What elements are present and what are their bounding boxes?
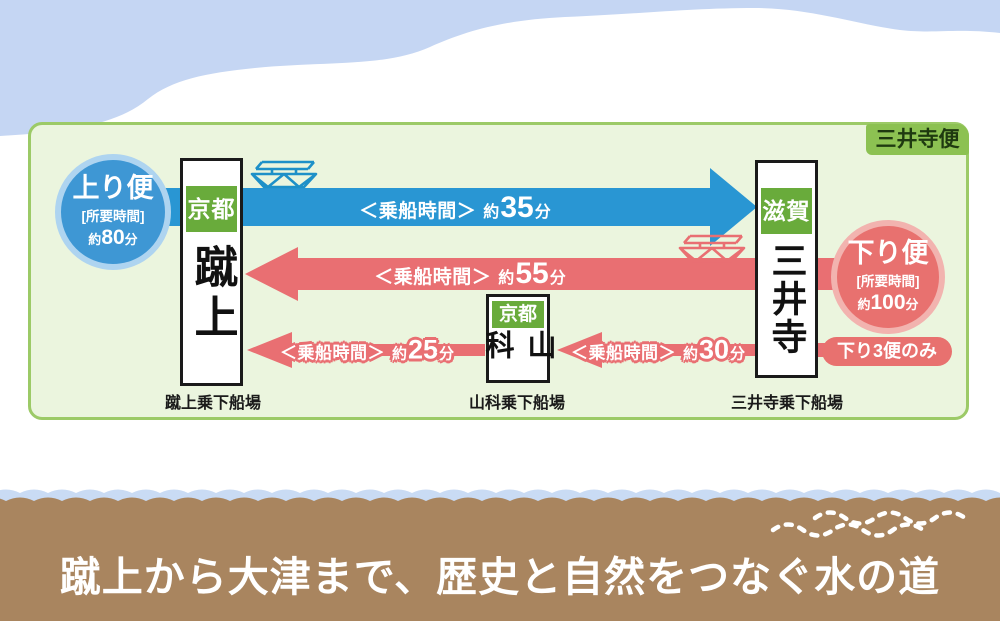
pref-label-shiga: 滋賀 xyxy=(761,188,812,234)
down-service-title: 下り便 xyxy=(847,237,929,268)
station-keage: 京都 蹴上 xyxy=(180,158,243,386)
down-duration-value: 約100分 xyxy=(857,291,919,315)
sky-wave-background xyxy=(0,0,1000,136)
down-duration-label: [所要時間] xyxy=(856,274,920,290)
down-service-circle: 下り便 [所要時間] 約100分 xyxy=(831,220,945,334)
pref-label-kyoto: 京都 xyxy=(492,301,544,328)
platform-label-miidera: 三井寺乗下船場 xyxy=(730,395,844,412)
service-badge: 三井寺便 xyxy=(866,124,969,155)
station-name: 三井寺 xyxy=(766,242,808,356)
up-service-title: 上り便 xyxy=(72,172,154,203)
time-label-up-main: ＜乗船時間＞ 約 35 分 xyxy=(359,191,551,224)
platform-label-keage: 蹴上乗下船場 xyxy=(164,395,262,412)
time-label-yamashina-keage: ＜乗船時間＞ 約 25 分 xyxy=(279,334,455,365)
time-label-down-main: ＜乗船時間＞ 約 55 分 xyxy=(374,257,566,290)
station-name: 蹴上 xyxy=(187,244,237,344)
time-label-miidera-yamashina: ＜乗船時間＞ 約 30 分 xyxy=(570,334,746,365)
station-miidera: 滋賀 三井寺 xyxy=(755,160,818,378)
platform-label-yamashina: 山科乗下船場 xyxy=(468,395,566,412)
up-duration-value: 約80分 xyxy=(88,226,138,250)
up-service-circle: 上り便 [所要時間] 約80分 xyxy=(55,154,171,270)
up-duration-label: [所要時間] xyxy=(81,209,145,225)
station-yamashina: 京都 山科 xyxy=(481,294,555,383)
pref-label-kyoto: 京都 xyxy=(186,186,237,232)
footer-headline: 蹴上から大津まで、歴史と自然をつなぐ水の道 xyxy=(59,554,941,600)
note-downbound-only: 下り3便のみ xyxy=(822,337,952,366)
station-name: 山科 xyxy=(481,330,555,360)
